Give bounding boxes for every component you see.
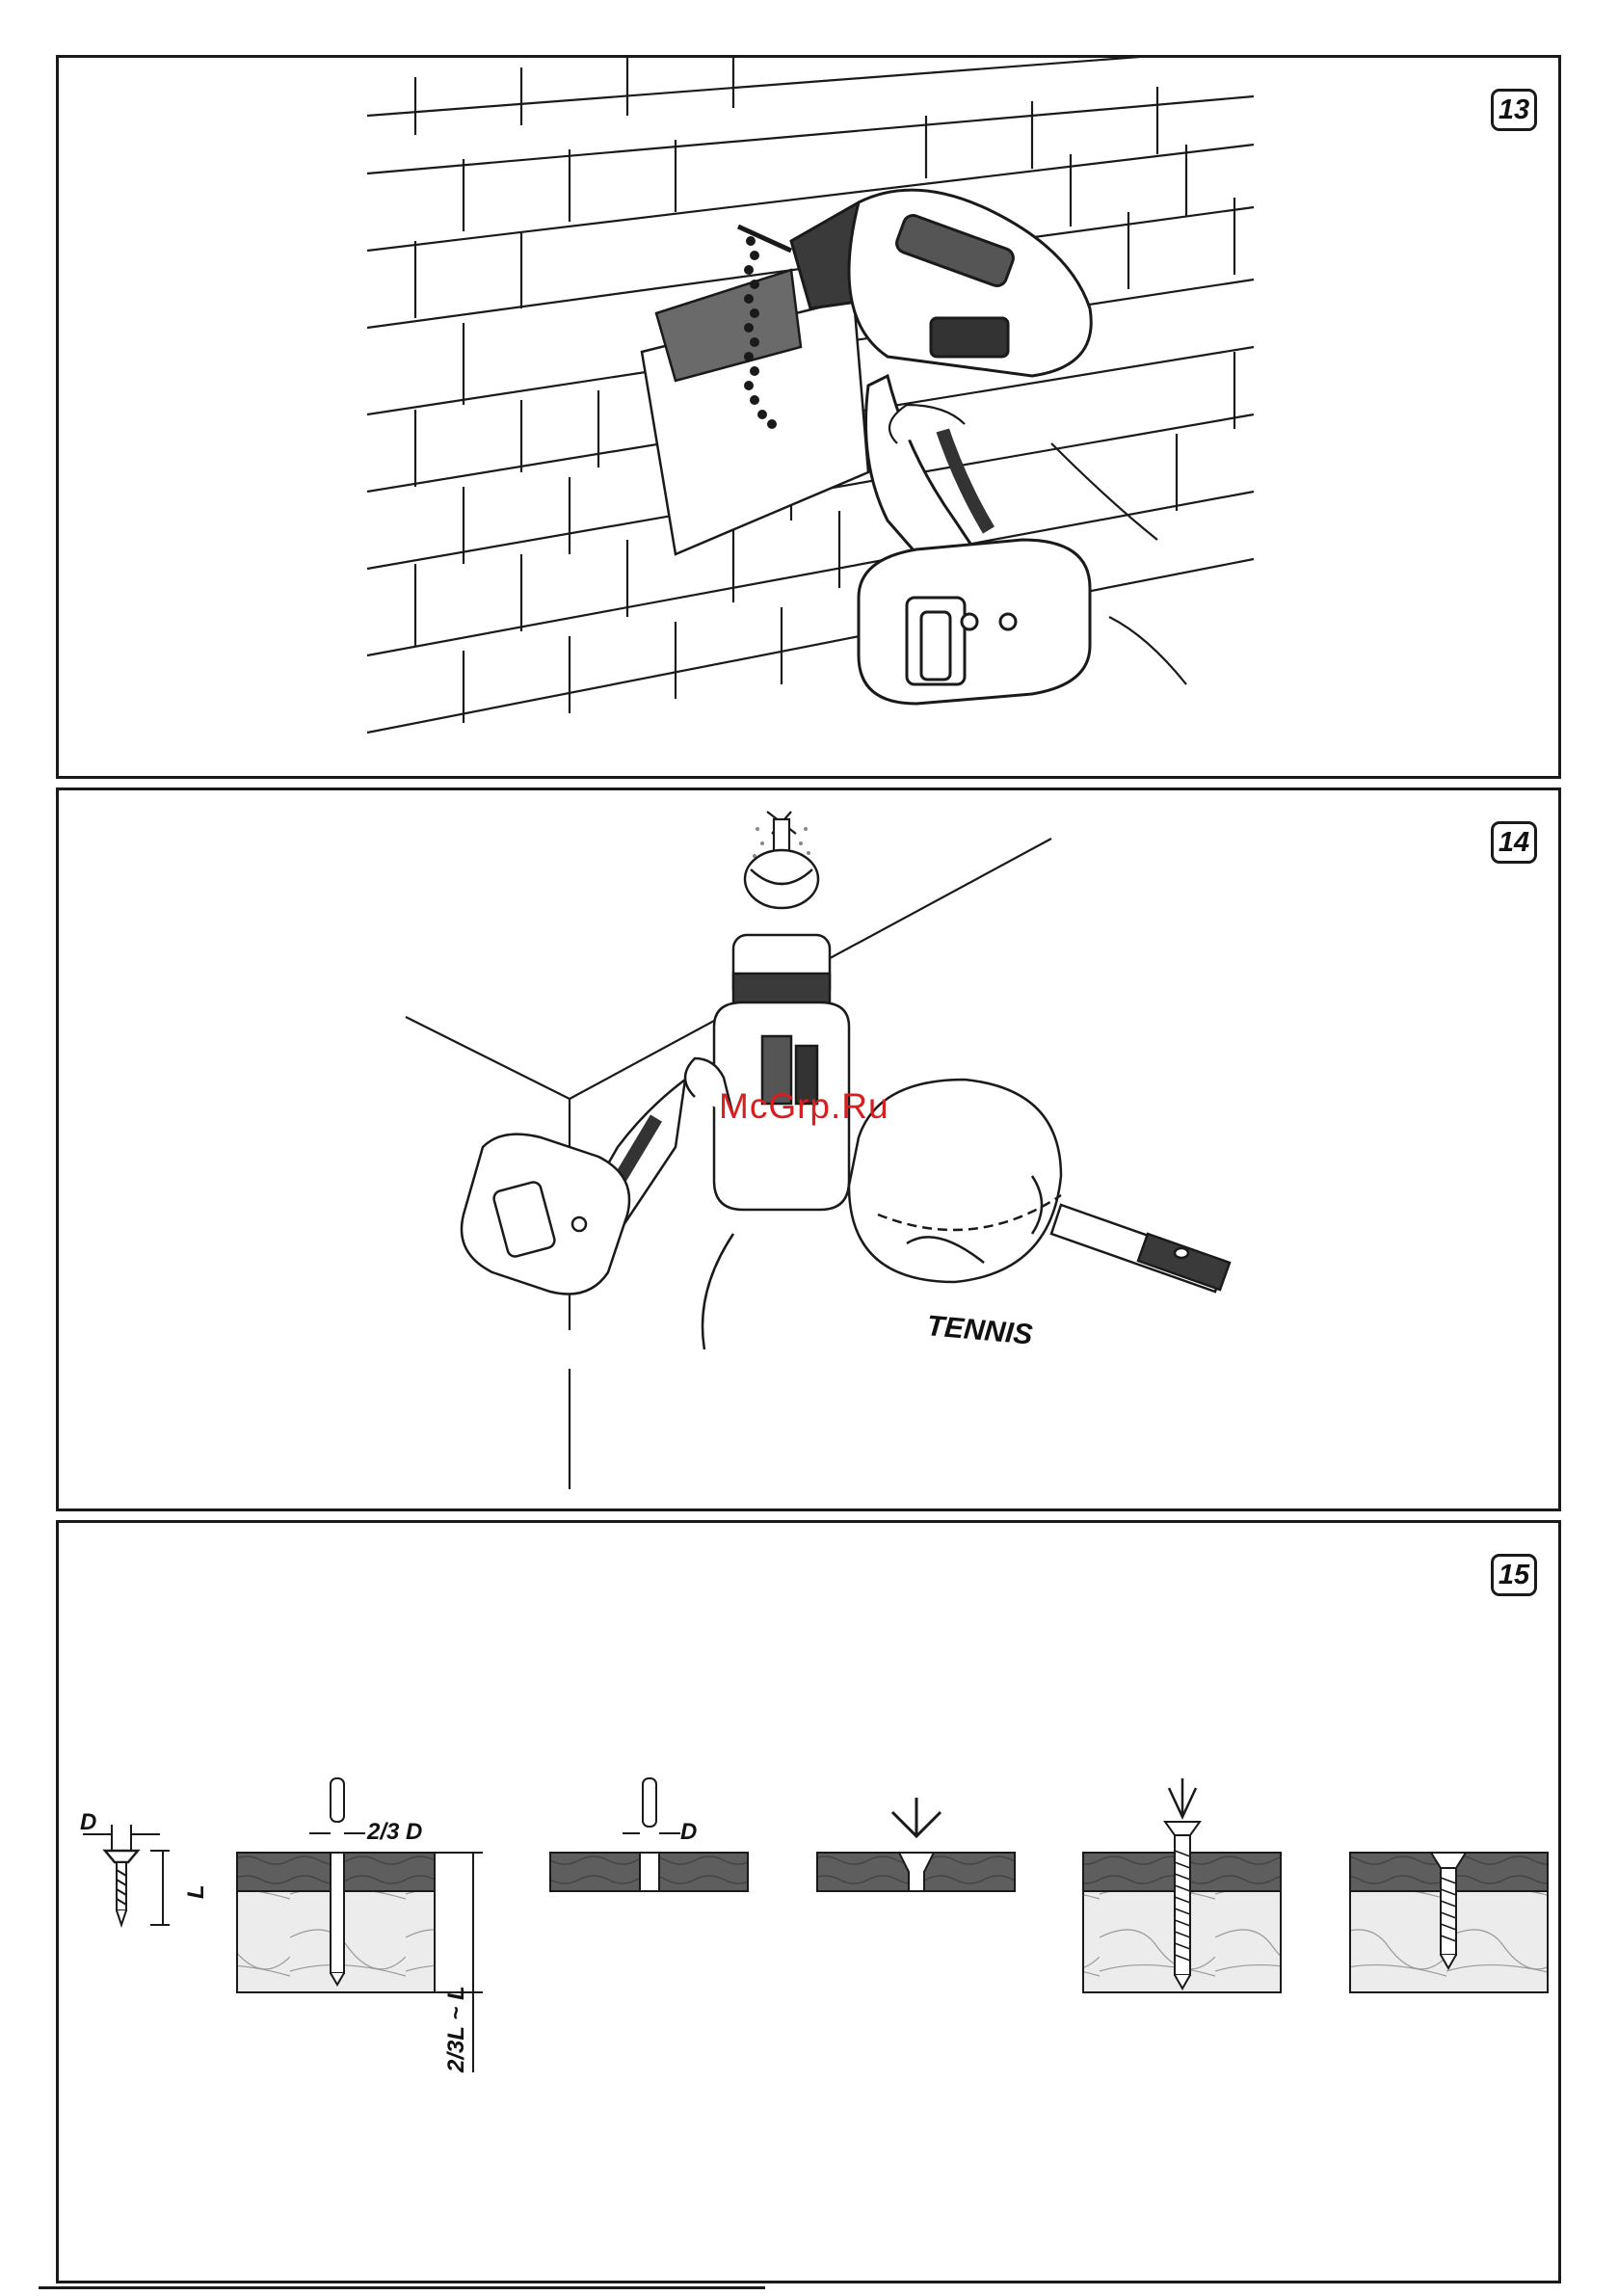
watermark-text: McGrp.Ru xyxy=(719,1086,889,1127)
screw-seated-step xyxy=(1350,1853,1548,1992)
driving-screw-step xyxy=(1083,1778,1281,1992)
figure-15-panel: D L 2/3 D 2/3L ~ L xyxy=(56,1520,1561,2283)
countersink-step xyxy=(817,1798,1015,1891)
figure-13-panel: 13 xyxy=(56,55,1561,779)
footer-rule xyxy=(39,2286,765,2289)
tennis-ball-label: TENNIS xyxy=(925,1310,1033,1350)
screw-diameter-label: D xyxy=(80,1809,96,1835)
drilling-ceiling-illustration: TENNIS xyxy=(59,790,1561,1511)
clearance-diameter-label: D xyxy=(680,1819,697,1845)
screw-pilot-hole-diagram: D L 2/3 D 2/3L ~ L xyxy=(59,1523,1561,2283)
pilot-diameter-label: 2/3 D xyxy=(366,1819,422,1845)
figure-number-badge: 15 xyxy=(1491,1554,1537,1596)
clearance-hole-step xyxy=(550,1778,748,1891)
figure-number-badge: 14 xyxy=(1491,821,1537,864)
drilling-brick-wall-illustration xyxy=(59,58,1561,779)
figure-number-badge: 13 xyxy=(1491,89,1537,131)
figure-14-panel: TENNIS 14 xyxy=(56,788,1561,1511)
screw-dimensions-step xyxy=(83,1825,170,1925)
pilot-depth-label: 2/3L ~ L xyxy=(443,1986,469,2073)
screw-length-label: L xyxy=(183,1884,209,1899)
